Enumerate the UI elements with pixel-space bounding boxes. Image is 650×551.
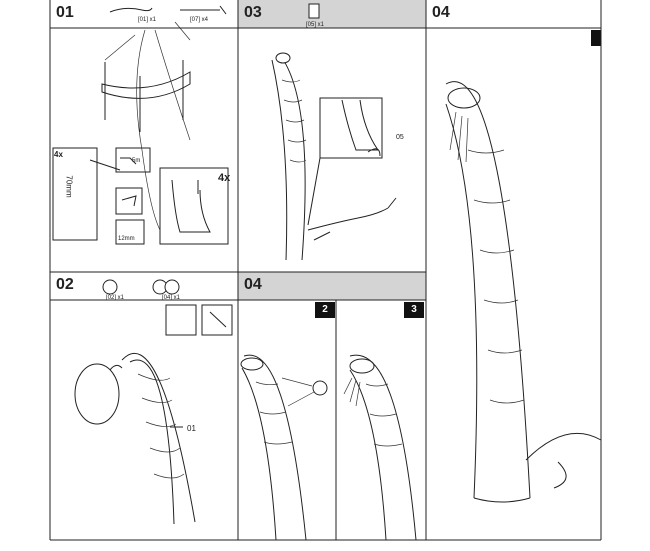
substep-badge: 3	[404, 302, 424, 318]
part-label: [02] x1	[106, 295, 125, 301]
quantity-label: 4x	[54, 150, 63, 159]
part-label: [01] x1	[138, 17, 157, 23]
step-header	[238, 0, 426, 28]
substep-badge: 2	[315, 302, 335, 318]
step-04-subdrawings	[240, 300, 417, 541]
callout-label: 01	[187, 424, 196, 433]
page-marker	[591, 30, 601, 46]
step-02-panel: 02 [02] x1 [04] x1 01	[50, 272, 238, 540]
step-04-panel-b: 04	[426, 0, 602, 540]
step-number: 02	[56, 276, 74, 293]
part-label: [05] x1	[306, 22, 325, 28]
part-label: [07] x4	[190, 17, 209, 23]
dimension-label: 12mm	[118, 236, 135, 242]
step-04-panel-a: 04 2 3	[238, 272, 426, 541]
callout-label: 05	[396, 134, 404, 141]
step-01-panel: 01 [01] x1 [07] x4 4x 4x	[50, 0, 238, 272]
step-number: 04	[244, 276, 262, 293]
step-header	[238, 272, 426, 300]
step-02-drawing	[74, 279, 233, 525]
step-number: 04	[432, 4, 450, 21]
step-03-panel: 03 [05] x1 05	[238, 0, 426, 272]
step-04-drawing	[445, 81, 602, 503]
step-number: 03	[244, 4, 262, 21]
part-label: [04] x1	[162, 295, 181, 301]
step-01-drawing	[52, 5, 229, 245]
step-03-drawing	[271, 3, 397, 261]
quantity-label: 4x	[218, 172, 231, 184]
dimension-label: 5m	[132, 158, 141, 164]
step-number: 01	[56, 4, 74, 21]
